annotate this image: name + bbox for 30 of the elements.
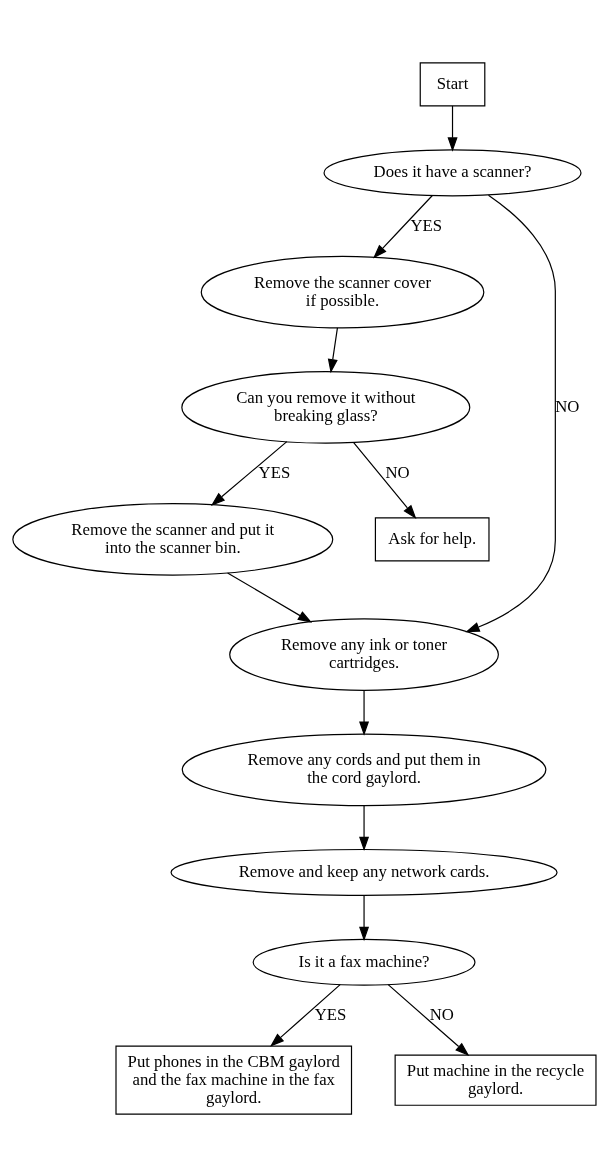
- node-box: Put phones in the CBM gaylord and the fax machine in the fax gaylord.: [115, 1045, 353, 1115]
- arrow: [465, 194, 556, 632]
- arrow: [447, 104, 458, 152]
- arrow: [227, 571, 313, 623]
- node-ellipse: Remove and keep any network cards.: [170, 848, 558, 896]
- edge-label: NO: [429, 1004, 454, 1024]
- edge-label: NO: [385, 462, 410, 482]
- arrow: [269, 983, 341, 1047]
- arrow: [359, 894, 370, 941]
- arrow: [359, 804, 370, 851]
- arrow: [387, 983, 470, 1056]
- node-ellipse: Does it have a scanner?: [323, 148, 582, 196]
- edge-label: YES: [258, 462, 291, 482]
- node-box: Put machine in the recycle gaylord.: [394, 1053, 597, 1106]
- node-ellipse: Remove any ink or toner cartridges.: [229, 617, 499, 691]
- arrow: [210, 440, 288, 506]
- arrow: [327, 326, 339, 373]
- node-ellipse: Remove the scanner cover if possible.: [200, 255, 485, 329]
- arrow: [359, 689, 370, 736]
- node-ellipse: Remove any cords and put them in the cord gaylord.: [181, 733, 547, 806]
- edge-label: YES: [314, 1004, 347, 1024]
- arrow: [373, 194, 433, 259]
- node-box: Start: [419, 61, 486, 106]
- node-ellipse: Is it a fax machine?: [252, 938, 476, 986]
- arrow: [352, 441, 417, 519]
- node-ellipse: Can you remove it without breaking glass?: [181, 370, 471, 444]
- edge-label: YES: [410, 215, 443, 235]
- node-box: Ask for help.: [374, 516, 490, 561]
- edge-label: NO: [555, 396, 580, 416]
- node-ellipse: Remove the scanner and put it into the scanner bin.: [12, 502, 334, 576]
